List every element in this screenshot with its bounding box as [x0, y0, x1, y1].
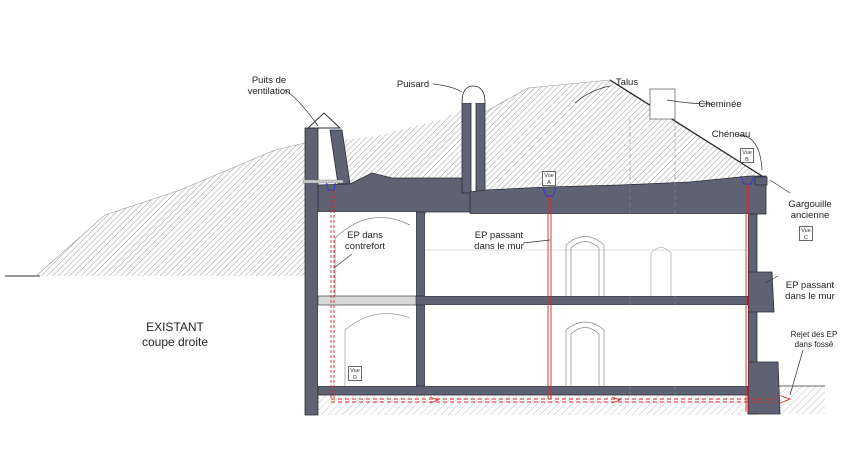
view-b-label: Vue	[742, 150, 752, 156]
gutter-markers	[325, 175, 755, 197]
arch-upper	[334, 217, 411, 296]
label-gargouille-line2: ancienne	[790, 210, 830, 221]
ground-bottom	[318, 395, 748, 415]
label-ep-contrefort-line2: contrefort	[344, 241, 386, 252]
label-puits-line1: Puits de	[251, 75, 287, 86]
ventilation-cap	[306, 112, 342, 129]
view-d-label: Vue	[350, 368, 360, 374]
leader-lines	[284, 83, 804, 396]
talus-top	[484, 79, 611, 113]
label-gargouille: Gargouille ancienne	[780, 199, 840, 221]
room-upper-left	[318, 212, 416, 296]
stone-window-lower	[565, 321, 605, 386]
view-a-letter: A	[547, 179, 551, 186]
label-ep-mur-center-line2: dans le mur	[474, 241, 524, 252]
room-upper-right	[425, 214, 748, 296]
gutter-left-ledge	[302, 179, 344, 184]
label-ep-mur-center-line1: EP passant	[474, 230, 524, 241]
drawing-title: EXISTANT coupe droite	[130, 320, 220, 350]
chimney-outline	[649, 88, 676, 120]
label-cheneau: Chéneau	[711, 129, 751, 140]
view-c-letter: C	[804, 234, 808, 241]
label-puits-line2: ventilation	[247, 86, 291, 97]
label-rejet-line2: dans fossé	[794, 339, 834, 349]
label-gargouille-line1: Gargouille	[788, 199, 832, 210]
view-b-letter: B	[745, 156, 749, 163]
title-line1: EXISTANT	[146, 320, 204, 334]
view-marker-b: Vue B	[740, 148, 754, 163]
view-marker-c: Vue C	[799, 226, 813, 241]
label-talus: Talus	[615, 77, 639, 88]
view-marker-a: Vue A	[542, 171, 556, 186]
ground-right	[778, 386, 825, 414]
label-ep-contrefort-line1: EP dans	[347, 230, 383, 241]
label-ep-mur-center: EP passant dans le mur	[468, 230, 530, 252]
title-line2: coupe droite	[141, 335, 209, 349]
label-puisard: Puisard	[396, 79, 430, 90]
view-d-letter: D	[353, 374, 357, 381]
ep-pipes	[330, 183, 792, 412]
floor-beam-contrefort	[317, 295, 417, 306]
label-ep-contrefort: EP dans contrefort	[336, 230, 394, 252]
talus-right-slope	[609, 79, 763, 177]
view-marker-d: Vue D	[348, 366, 362, 381]
window-upper-right	[650, 247, 672, 296]
label-cheminee: Cheminée	[698, 99, 742, 110]
label-ep-mur-right: EP passant dans le mur	[779, 280, 841, 302]
view-a-label: Vue	[544, 173, 554, 179]
talus-outline	[35, 142, 306, 277]
label-ep-mur-right-line1: EP passant	[785, 280, 835, 291]
arch-lower	[344, 313, 411, 386]
room-lower-right	[425, 305, 748, 386]
label-ep-mur-right-line2: dans le mur	[785, 291, 835, 302]
puisard-cap	[461, 85, 486, 104]
view-c-label: Vue	[801, 228, 811, 234]
stone-window-upper	[565, 236, 605, 296]
label-puits-ventilation: Puits de ventilation	[236, 75, 302, 97]
label-rejet-line1: Rejet des EP	[790, 330, 838, 339]
label-rejet: Rejet des EP dans fossé	[788, 330, 840, 349]
